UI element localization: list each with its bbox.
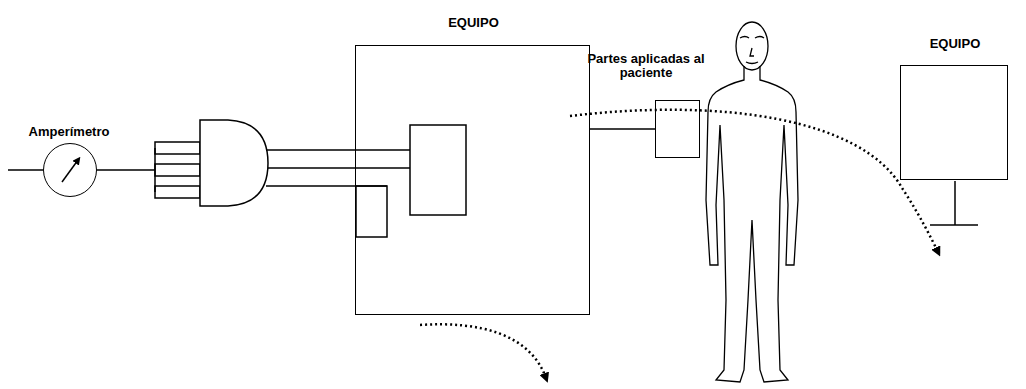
- enclosure-leakage-path: [420, 324, 546, 378]
- leakage-path: [570, 110, 938, 252]
- connector-wire: [590, 128, 655, 130]
- internal-module: [410, 125, 466, 215]
- chassis-terminal: [356, 186, 387, 237]
- node-label: EQUIPO: [414, 16, 534, 30]
- equipment-box: EQUIPO: [900, 65, 1008, 180]
- meter-needle: [62, 160, 78, 182]
- node-label: EQUIPO: [900, 37, 1010, 51]
- applied-part-box: Partes aplicadas al paciente: [655, 100, 700, 158]
- lead-wire: [8, 169, 43, 171]
- patient-figure: [706, 22, 798, 382]
- meter-wire: [97, 169, 155, 171]
- plug: [155, 120, 268, 206]
- ground-symbol: [930, 181, 978, 225]
- node-label: Amperímetro: [9, 125, 129, 139]
- power-wires: [266, 150, 410, 186]
- ammeter-symbol: Amperímetro: [43, 143, 97, 197]
- equipment-box: EQUIPO: [355, 45, 590, 315]
- node-label: Partes aplicadas al paciente: [584, 52, 708, 80]
